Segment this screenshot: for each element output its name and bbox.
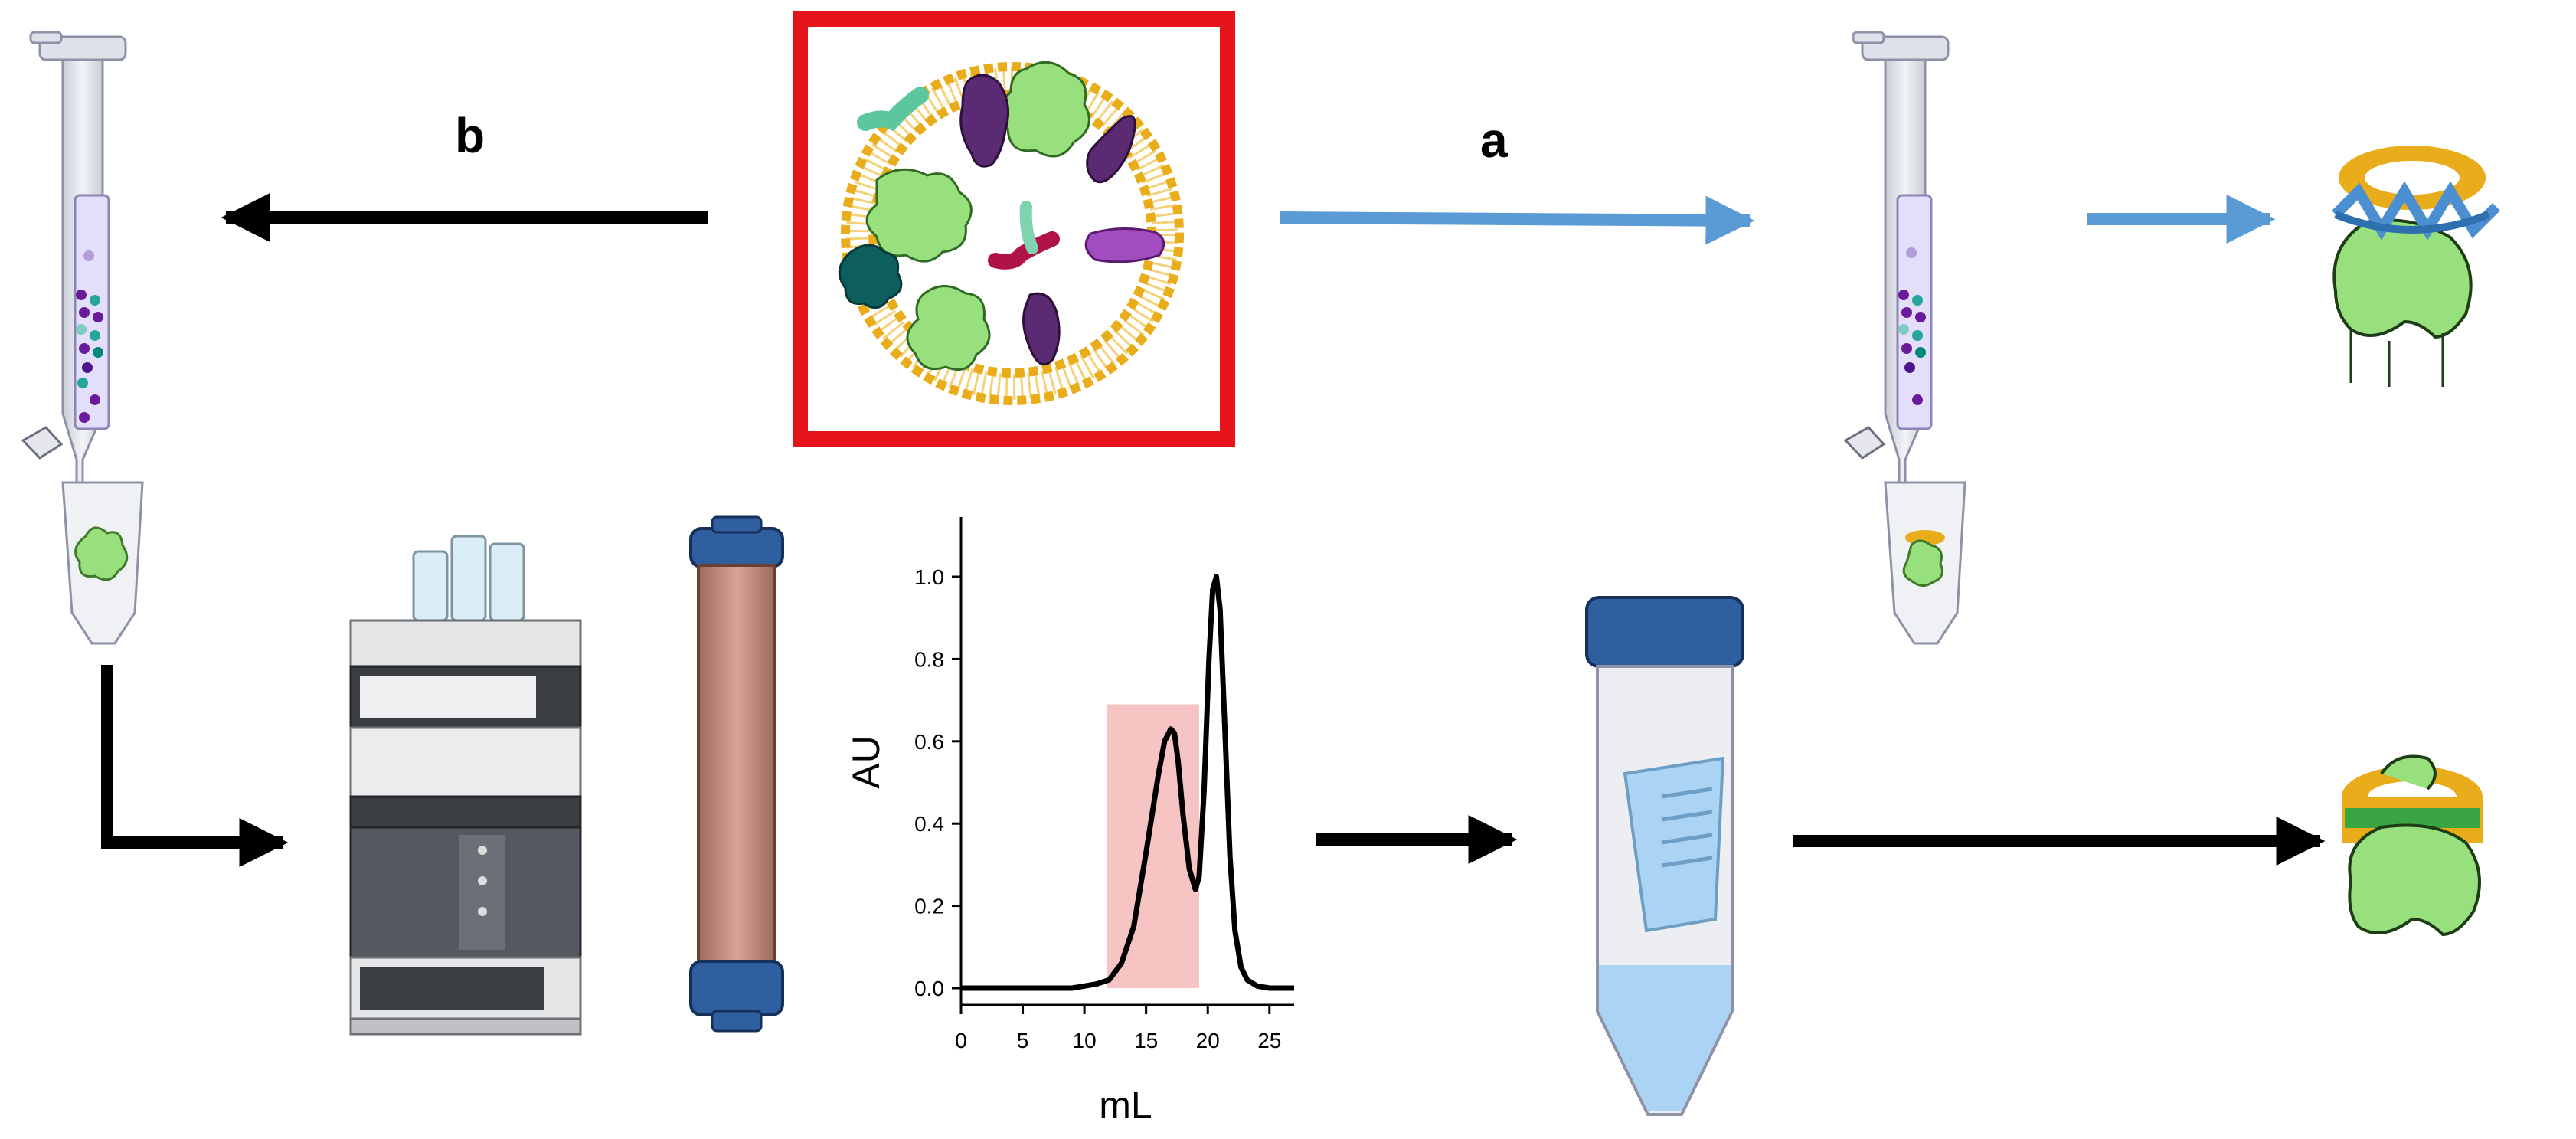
y-tick-label: 0.6 <box>914 730 944 754</box>
arrow-to-hplc <box>101 665 289 867</box>
liposome-icon <box>793 11 1235 447</box>
y-tick-label: 0.2 <box>914 895 944 918</box>
x-tick-label: 0 <box>955 1029 967 1052</box>
y-tick-label: 0.0 <box>914 977 944 1000</box>
y-axis-label: AU <box>845 735 888 788</box>
x-tick-label: 10 <box>1073 1029 1097 1052</box>
x-tick-label: 5 <box>1017 1029 1029 1052</box>
x-tick-label: 15 <box>1134 1029 1158 1052</box>
series-line <box>961 574 1294 991</box>
label-b: b <box>455 108 485 163</box>
sec-column-icon <box>689 515 784 1033</box>
nanodisc-protein-icon <box>2342 754 2483 937</box>
saposin-protein-icon <box>2332 146 2500 387</box>
x-tick-label: 20 <box>1196 1029 1220 1052</box>
hplc-system-icon <box>349 535 582 1036</box>
x-axis-label: mL <box>1099 1084 1152 1127</box>
spin-column-icon <box>21 31 144 645</box>
y-tick-label: 0.8 <box>914 647 944 671</box>
y-tick-label: 1.0 <box>914 565 944 589</box>
x-tick-label: 25 <box>1257 1029 1281 1052</box>
chromatogram-chart: 0.0 0.2 0.4 0.6 0.8 1.0 0 5 10 15 20 25 mL AU <box>845 517 1294 1127</box>
spin-column-icon <box>1843 31 1966 645</box>
arrow-a-1 <box>1280 195 1755 245</box>
fraction-highlight <box>1107 704 1199 988</box>
y-tick-label: 0.4 <box>914 812 944 836</box>
conical-tube-icon <box>1585 596 1744 1116</box>
label-a: a <box>1480 113 1508 168</box>
